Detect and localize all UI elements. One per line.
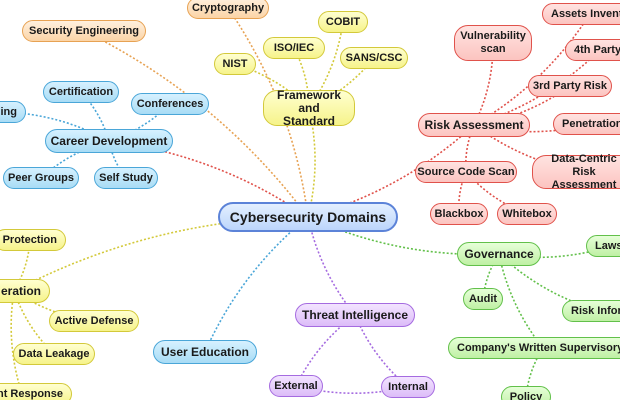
node-risk-assessment[interactable]: Risk Assessment xyxy=(418,113,530,137)
node-whitebox[interactable]: Whitebox xyxy=(497,203,557,225)
node-internal[interactable]: Internal xyxy=(381,376,435,398)
node-iso-iec[interactable]: ISO/IEC xyxy=(263,37,325,59)
node-conferences[interactable]: Conferences xyxy=(131,93,209,115)
node-policy[interactable]: Policy xyxy=(501,386,551,400)
node-company-written-supervisory-procedures[interactable]: Company's Written Supervisory Pr xyxy=(448,337,620,359)
node-nist[interactable]: NIST xyxy=(214,53,256,75)
connector-governance-written_policy xyxy=(498,253,544,349)
node-source-code-scan[interactable]: Source Code Scan xyxy=(415,161,517,183)
connector-root-user_education xyxy=(204,216,309,353)
node-cobit[interactable]: COBIT xyxy=(318,11,368,33)
node-user-education[interactable]: User Education xyxy=(153,340,257,364)
node-vulnerability-scan[interactable]: Vulnerability scan xyxy=(454,25,532,61)
node-protection[interactable]: Protection xyxy=(0,229,66,251)
node-cryptography[interactable]: Cryptography xyxy=(187,0,269,19)
node-certification[interactable]: Certification xyxy=(43,81,119,103)
node-incident-response[interactable]: ent Response xyxy=(0,383,72,400)
node-security-engineering[interactable]: Security Engineering xyxy=(22,20,146,42)
node-framework-and-standard[interactable]: Framework and Standard xyxy=(263,88,355,127)
node-3rd-party-risk[interactable]: 3rd Party Risk xyxy=(528,75,612,97)
node-laws[interactable]: Laws xyxy=(586,235,620,257)
node-sans-csc[interactable]: SANS/CSC xyxy=(340,47,408,69)
node-penetration-test[interactable]: Penetration xyxy=(553,113,620,135)
node-data-leakage[interactable]: Data Leakage xyxy=(13,343,95,365)
node-active-defense[interactable]: Active Defense xyxy=(49,310,139,332)
node-threat-intelligence[interactable]: Threat Intelligence xyxy=(295,303,415,327)
node-security-operation[interactable]: eration xyxy=(0,279,50,303)
connector-source_scan-blackbox xyxy=(457,171,467,215)
node-data-centric-risk-assessment[interactable]: Data-Centric Risk Assessment xyxy=(532,153,620,191)
node-training[interactable]: ning xyxy=(0,101,26,123)
node-external[interactable]: External xyxy=(269,375,323,397)
node-4th-party[interactable]: 4th Party xyxy=(565,39,620,61)
node-career-development[interactable]: Career Development xyxy=(45,129,173,153)
node-blackbox[interactable]: Blackbox xyxy=(430,203,488,225)
node-assets-inventory[interactable]: Assets Invento xyxy=(542,3,620,25)
connector-root-risk xyxy=(307,124,475,218)
node-self-study[interactable]: Self Study xyxy=(94,167,158,189)
node-governance[interactable]: Governance xyxy=(457,242,541,266)
node-risk-information[interactable]: Risk Inform xyxy=(562,300,620,322)
connector-source_scan-whitebox xyxy=(465,171,528,215)
root-node-cybersecurity-domains[interactable]: Cybersecurity Domains xyxy=(218,202,398,232)
node-audit[interactable]: Audit xyxy=(463,288,503,310)
node-peer-groups[interactable]: Peer Groups xyxy=(3,167,79,189)
